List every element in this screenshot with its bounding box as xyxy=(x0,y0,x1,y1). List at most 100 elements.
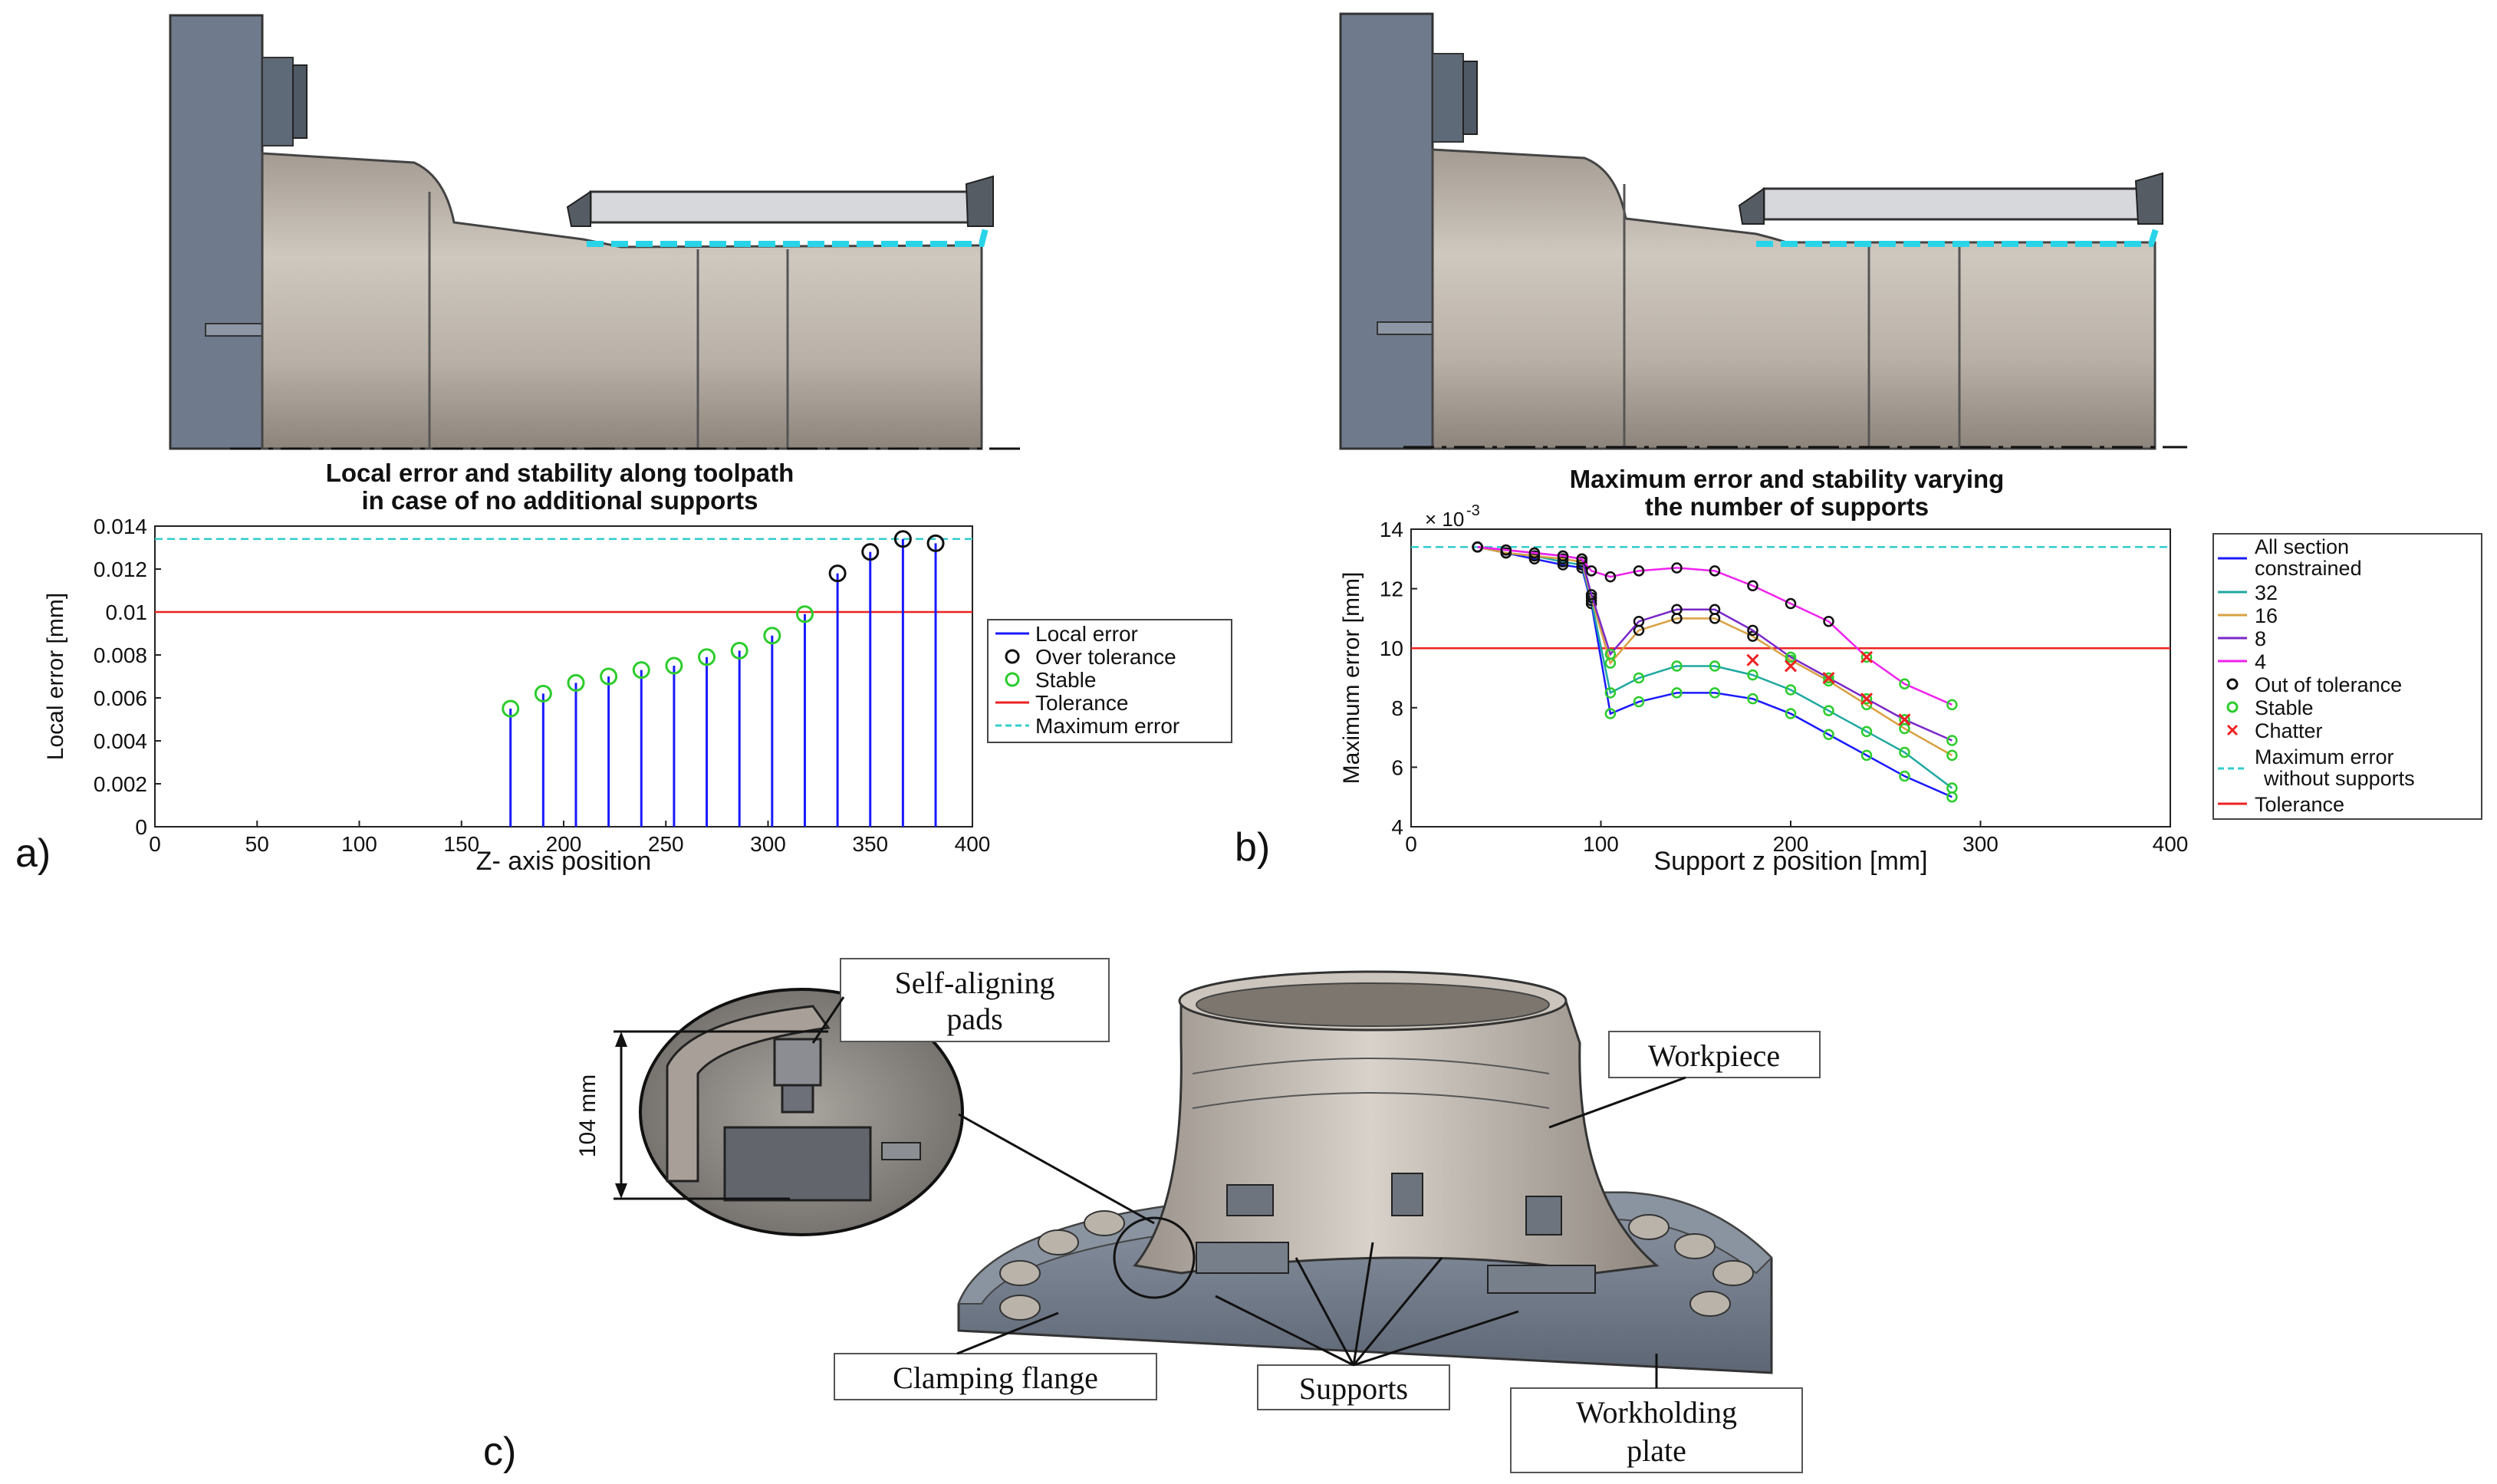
callout-clamping-flange-label: Clamping flange xyxy=(893,1361,1098,1395)
legend-b-stable-swatch xyxy=(2226,701,2239,713)
chart-b-stable-marker xyxy=(1633,672,1645,684)
chart-b-stable-marker xyxy=(1899,678,1910,690)
chart-a-over-tolerance-marker xyxy=(926,534,945,552)
chart-b-out-of-tolerance-marker xyxy=(1604,571,1617,583)
chart-b-out-of-tolerance-marker xyxy=(1472,541,1483,553)
legend-b-4-label: 4 xyxy=(2255,650,2266,673)
chart-b-stable-marker xyxy=(1860,726,1873,738)
chart-b-stable-marker xyxy=(1671,687,1683,699)
chart-a-stable-marker xyxy=(698,648,716,666)
chart-b-chatter-marker xyxy=(1860,650,1874,663)
chart-b-y-exponent: -3 xyxy=(1466,502,1480,519)
chart-a-y-tick-label: 0 xyxy=(135,815,147,839)
legend-b-chatter-swatch xyxy=(2226,724,2239,736)
legend-b-tolerance-label: Tolerance xyxy=(2255,793,2344,816)
legend-b-max-error-label-1: Maximum error xyxy=(2255,745,2394,768)
chart-b: Maximum error and stability varying the … xyxy=(1339,465,2482,876)
chart-a-y-tick-label: 0.012 xyxy=(94,558,147,581)
chart-b-stable-marker xyxy=(1709,687,1721,699)
chart-b-chatter-marker xyxy=(1746,653,1759,666)
chart-b-out-of-tolerance-marker xyxy=(1557,550,1569,562)
chart-b-chatter-marker xyxy=(1822,671,1835,685)
chart-b-series-line xyxy=(1477,546,1953,756)
legend-stable-label: Stable xyxy=(1035,668,1096,692)
callout-self-aligning-pads-line-1: Self-aligning xyxy=(895,966,1055,1000)
chart-a-y-tick-label: 0.006 xyxy=(94,686,147,710)
chart-b-y-tick-label: 14 xyxy=(1380,518,1403,541)
legend-b-stable-label: Stable xyxy=(2255,696,2314,719)
bolt-head xyxy=(999,1295,1041,1321)
chart-b-y-tick-label: 6 xyxy=(1391,755,1403,779)
detail-pad-clip xyxy=(881,1142,921,1160)
workpiece-band-2 xyxy=(1192,1092,1550,1109)
chart-b-y-multiplier: × 10 xyxy=(1425,508,1464,531)
chart-b-stable-marker xyxy=(1899,746,1910,758)
chart-b-stable-marker xyxy=(1747,693,1758,705)
chart-b-plot-area xyxy=(1410,528,2171,828)
legend-b-16-label: 16 xyxy=(2255,604,2278,627)
chart-b-out-of-tolerance-marker xyxy=(1585,589,1597,601)
chart-b-legend-box xyxy=(2212,533,2482,820)
chart-b-stable-marker xyxy=(1747,669,1758,681)
callout-self-aligning-pads-box xyxy=(840,958,1110,1042)
cad-section-b xyxy=(1339,12,2187,450)
chart-b-stable-marker xyxy=(1946,735,1958,746)
chart-a-stable-marker xyxy=(600,667,618,686)
chart-a-stable-marker xyxy=(502,699,520,718)
chart-b-stable-marker xyxy=(1899,714,1910,726)
callout-workholding-plate-line-1: Workholding xyxy=(1576,1395,1737,1430)
chart-a-x-tick-label: 250 xyxy=(648,832,684,856)
chart-b-x-axis-label: Support z position [mm] xyxy=(1653,847,1927,876)
lens-connector xyxy=(958,1113,1155,1225)
chart-a-over-tolerance-marker xyxy=(893,530,912,548)
chart-a-stems xyxy=(502,530,945,827)
chart-a-title-line-2: in case of no additional supports xyxy=(361,486,758,515)
workpiece-inner xyxy=(1196,982,1550,1027)
chart-b-chatter-marker xyxy=(1898,713,1911,726)
legend-b-out-of-tolerance-swatch xyxy=(2226,678,2239,690)
chart-b-out-of-tolerance-marker xyxy=(1747,624,1758,637)
bolt-head xyxy=(1689,1291,1731,1317)
chart-b-stable-marker xyxy=(1946,749,1958,762)
chart-b-out-of-tolerance-marker xyxy=(1785,597,1797,610)
callout-workpiece-label: Workpiece xyxy=(1648,1038,1780,1073)
callout-workholding-plate-line-2: plate xyxy=(1627,1433,1686,1468)
chart-b-y-tick-label: 8 xyxy=(1391,696,1403,720)
bolt-head xyxy=(999,1260,1041,1286)
chart-b-out-of-tolerance-marker xyxy=(1747,580,1758,591)
chart-b-out-of-tolerance-marker xyxy=(1528,547,1541,559)
chart-b-series-line xyxy=(1477,546,1953,789)
chart-b-y-axis-label: Maximum error [mm] xyxy=(1339,572,1364,785)
detail-pad-base xyxy=(723,1126,872,1202)
chart-b-stable-marker xyxy=(1823,672,1834,684)
chart-b-stable-marker xyxy=(1604,687,1617,699)
dimension-label: 104 mm xyxy=(575,1074,600,1157)
callout-supports-leaders xyxy=(1215,1242,1519,1367)
legend-local-error-label: Local error xyxy=(1035,622,1138,646)
detail-marker-circle xyxy=(1113,1216,1196,1299)
chart-b-chatter-marker xyxy=(1784,660,1798,673)
chart-b-stable-marker xyxy=(1823,729,1834,740)
chart-b-y-tick-label: 10 xyxy=(1380,637,1403,660)
chart-a-y-axis-label: Local error [mm] xyxy=(43,593,68,760)
chart-b-stable-marker xyxy=(1946,782,1958,794)
legend-b-8-label: 8 xyxy=(2255,627,2266,650)
chart-a-stable-marker xyxy=(763,627,781,645)
chart-b-out-of-tolerance-marker xyxy=(1671,562,1683,574)
chart-a-over-tolerance-marker xyxy=(828,564,847,583)
legend-b-out-of-tolerance-label: Out of tolerance xyxy=(2255,673,2402,696)
chart-b-series-line xyxy=(1477,546,1953,798)
legend-maximum-error-label: Maximum error xyxy=(1035,714,1179,738)
chart-b-out-of-tolerance-marker xyxy=(1823,616,1834,627)
chart-a-y-tick-label: 0.002 xyxy=(94,772,147,796)
chart-b-stable-marker xyxy=(1633,696,1645,708)
legend-over-tolerance-label: Over tolerance xyxy=(1035,645,1176,669)
callout-self-aligning-pads-leader xyxy=(811,996,845,1044)
chart-a-x-tick-label: 350 xyxy=(852,832,888,856)
illustration-c: 104 mm Self-aligning pads Workpiece Clam… xyxy=(575,958,1821,1473)
panel-label-c: c) xyxy=(483,1430,516,1474)
chart-b-stable-marker xyxy=(1785,651,1797,663)
chart-b-x-tick-label: 400 xyxy=(2153,832,2189,856)
